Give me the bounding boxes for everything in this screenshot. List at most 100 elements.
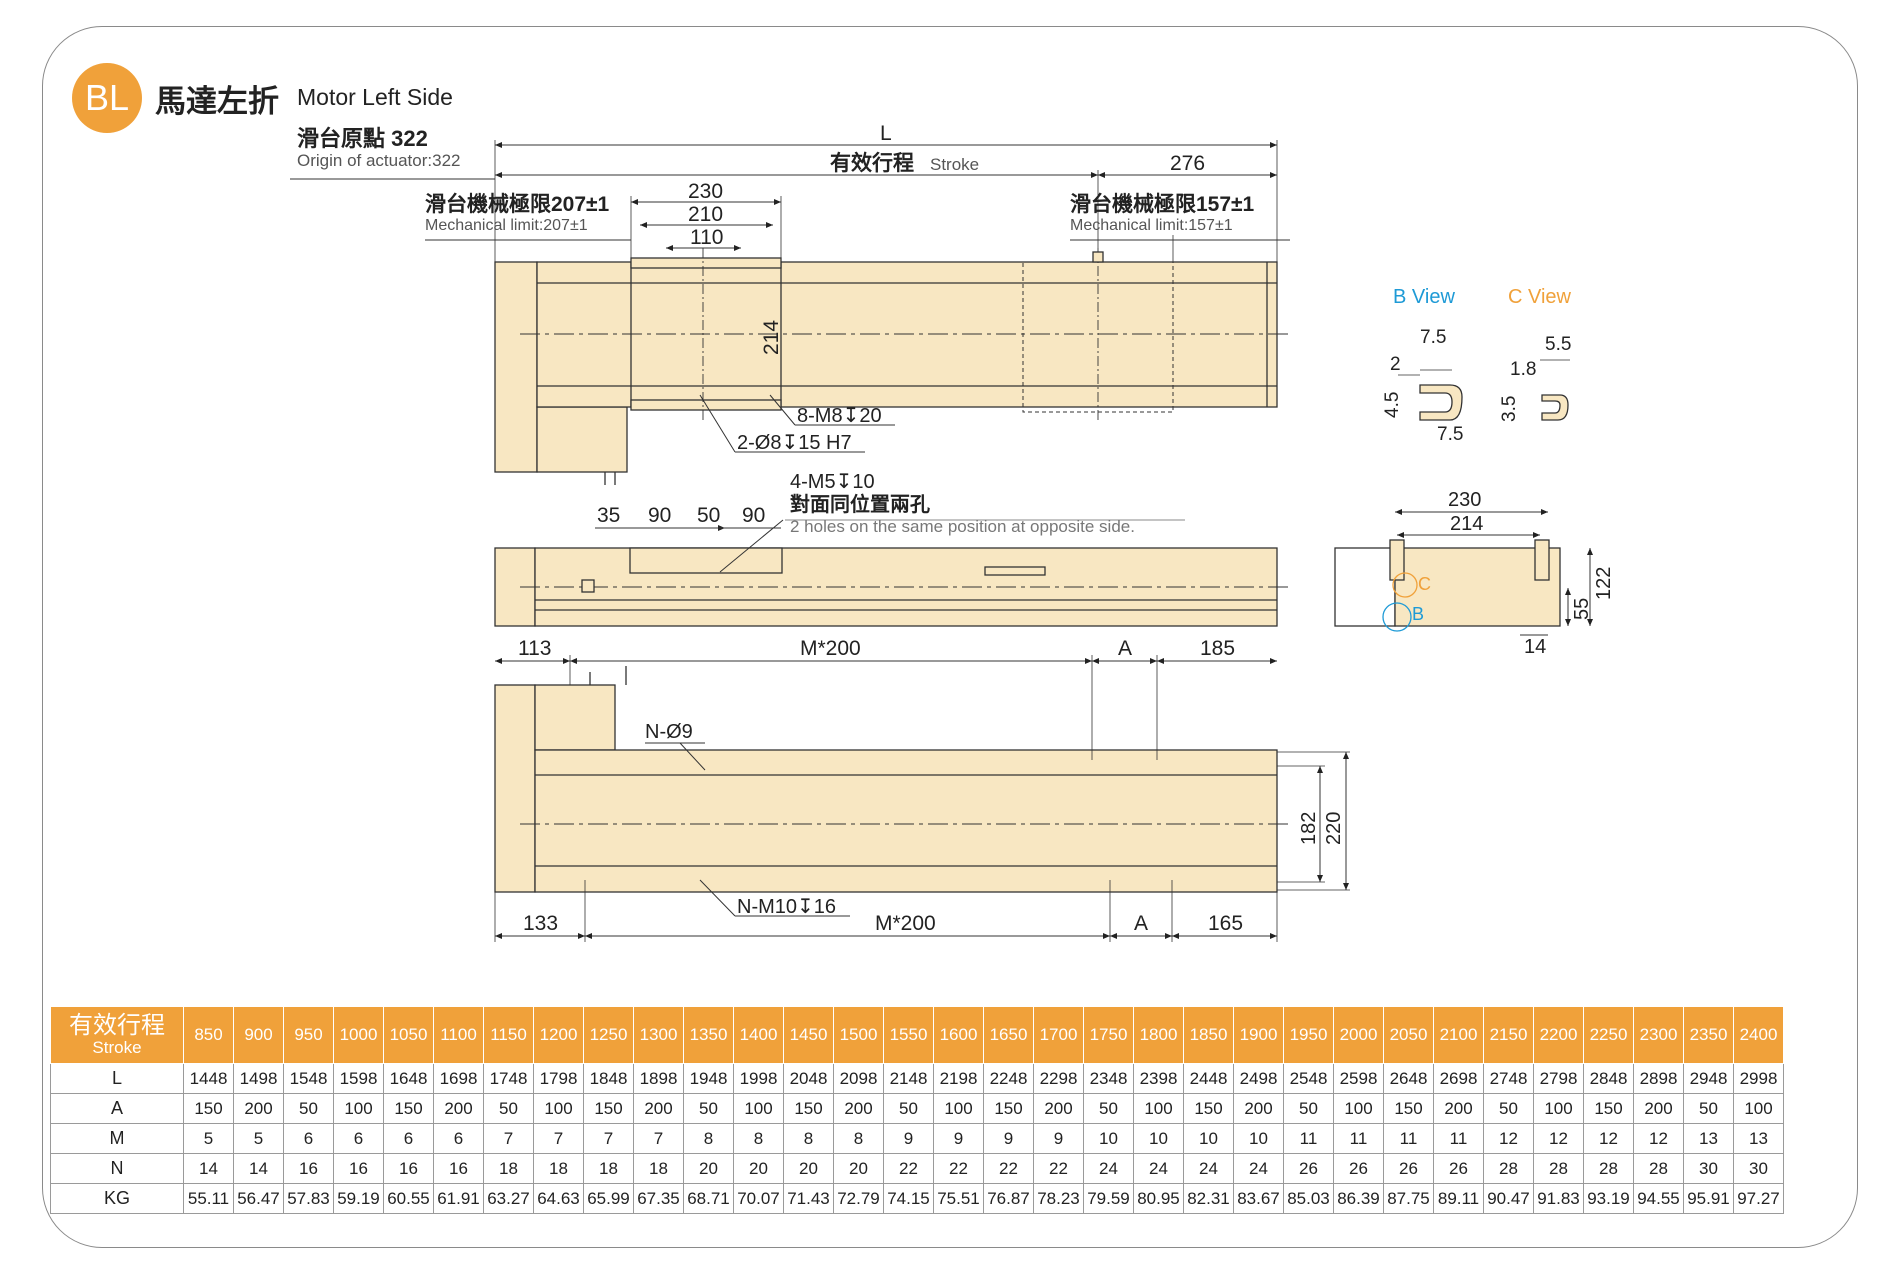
dim-90a: 90 [648,504,671,527]
mech-limit-left-zh: 滑台機械極限207±1 [425,192,610,216]
table-cell: 10 [1233,1123,1284,1154]
c-view-profile [1540,359,1570,421]
stroke-label-en: Stroke [930,155,979,174]
row-label: KG [50,1183,184,1214]
table-cell: 2848 [1583,1063,1634,1094]
table-cell: 6 [333,1123,384,1154]
table-cell: 50 [1683,1093,1734,1124]
table-cell: 200 [233,1093,284,1124]
stroke-header-cell: 1150 [483,1006,534,1064]
end-dim-230: 230 [1448,489,1481,511]
table-cell: 26 [1283,1153,1334,1184]
table-cell: 2598 [1333,1063,1384,1094]
table-cell: 2748 [1483,1063,1534,1094]
stroke-header-cell: 2250 [1583,1006,1634,1064]
table-cell: 200 [633,1093,684,1124]
table-cell: 2148 [883,1063,934,1094]
table-cell: 26 [1333,1153,1384,1184]
table-cell: 22 [1033,1153,1084,1184]
table-cell: 1898 [633,1063,684,1094]
table-header-en: Stroke [92,1037,142,1057]
dim-50: 50 [697,504,720,527]
stroke-header-cell: 1650 [983,1006,1034,1064]
origin-label-en: Origin of actuator:322 [297,151,460,170]
table-cell: 82.31 [1183,1183,1234,1214]
table-cell: 75.51 [933,1183,984,1214]
table-cell: 2298 [1033,1063,1084,1094]
dim-185: 185 [1200,637,1235,660]
callout-m5: 4-M5↧10 [790,471,875,493]
table-cell: 12 [1583,1123,1634,1154]
table-cell: 100 [933,1093,984,1124]
table-cell: 11 [1283,1123,1334,1154]
table-cell: 9 [933,1123,984,1154]
table-cell: 1598 [333,1063,384,1094]
stroke-header-cell: 1850 [1183,1006,1234,1064]
table-cell: 6 [433,1123,484,1154]
table-cell: 90.47 [1483,1183,1534,1214]
table-cell: 7 [533,1123,584,1154]
table-cell: 65.99 [583,1183,634,1214]
stroke-header-cell: 1300 [633,1006,684,1064]
table-cell: 1798 [533,1063,584,1094]
table-cell: 24 [1133,1153,1184,1184]
table-cell: 86.39 [1333,1183,1384,1214]
table-cell: 74.15 [883,1183,934,1214]
top-view [290,140,1290,485]
table-cell: 94.55 [1633,1183,1684,1214]
table-cell: 57.83 [283,1183,334,1214]
table-cell: 28 [1483,1153,1534,1184]
table-cell: 6 [283,1123,334,1154]
table-cell: 67.35 [633,1183,684,1214]
table-cell: 85.03 [1283,1183,1334,1214]
table-cell: 5 [233,1123,284,1154]
table-cell: 2348 [1083,1063,1134,1094]
stroke-header-cell: 900 [233,1006,284,1064]
table-cell: 2948 [1683,1063,1734,1094]
table-cell: 150 [1383,1093,1434,1124]
dim-182: 182 [1298,812,1320,845]
dim-165: 165 [1208,912,1243,935]
table-cell: 50 [1283,1093,1334,1124]
table-cell: 30 [1733,1153,1784,1184]
table-cell: 30 [1683,1153,1734,1184]
b-view-profile [1398,369,1463,421]
table-cell: 8 [733,1123,784,1154]
table-cell: 150 [383,1093,434,1124]
table-cell: 100 [733,1093,784,1124]
b-view-title: B View [1393,286,1455,308]
stroke-header-cell: 1600 [933,1006,984,1064]
table-cell: 8 [683,1123,734,1154]
table-cell: 200 [1233,1093,1284,1124]
table-cell: 100 [533,1093,584,1124]
stroke-header-cell: 2400 [1733,1006,1784,1064]
stroke-header-cell: 1750 [1083,1006,1134,1064]
table-cell: 2248 [983,1063,1034,1094]
table-cell: 83.67 [1233,1183,1284,1214]
page-title-en: Motor Left Side [297,84,453,110]
stroke-header-cell: 1250 [583,1006,634,1064]
end-dim-214: 214 [1450,513,1483,535]
technical-drawing: 滑台原點 322 Origin of actuator:322 L 有效行程 S… [290,122,1615,942]
table-cell: 2498 [1233,1063,1284,1094]
callout-opposite-zh: 對面同位置兩孔 [790,492,930,516]
series-badge: BL [72,63,142,133]
table-cell: 18 [633,1153,684,1184]
table-cell: 16 [333,1153,384,1184]
table-cell: 2648 [1383,1063,1434,1094]
table-cell: 26 [1433,1153,1484,1184]
table-cell: 2698 [1433,1063,1484,1094]
stroke-header-cell: 1050 [383,1006,434,1064]
callout-pin-hole: 2-Ø8↧15 H7 [737,432,852,454]
stroke-header-cell: 950 [283,1006,334,1064]
dim-a-bottom: A [1134,912,1148,935]
table-cell: 76.87 [983,1183,1034,1214]
table-cell: 1448 [183,1063,234,1094]
table-cell: 50 [883,1093,934,1124]
stroke-header-cell: 2100 [1433,1006,1484,1064]
table-cell: 8 [833,1123,884,1154]
dim-90b: 90 [742,504,765,527]
